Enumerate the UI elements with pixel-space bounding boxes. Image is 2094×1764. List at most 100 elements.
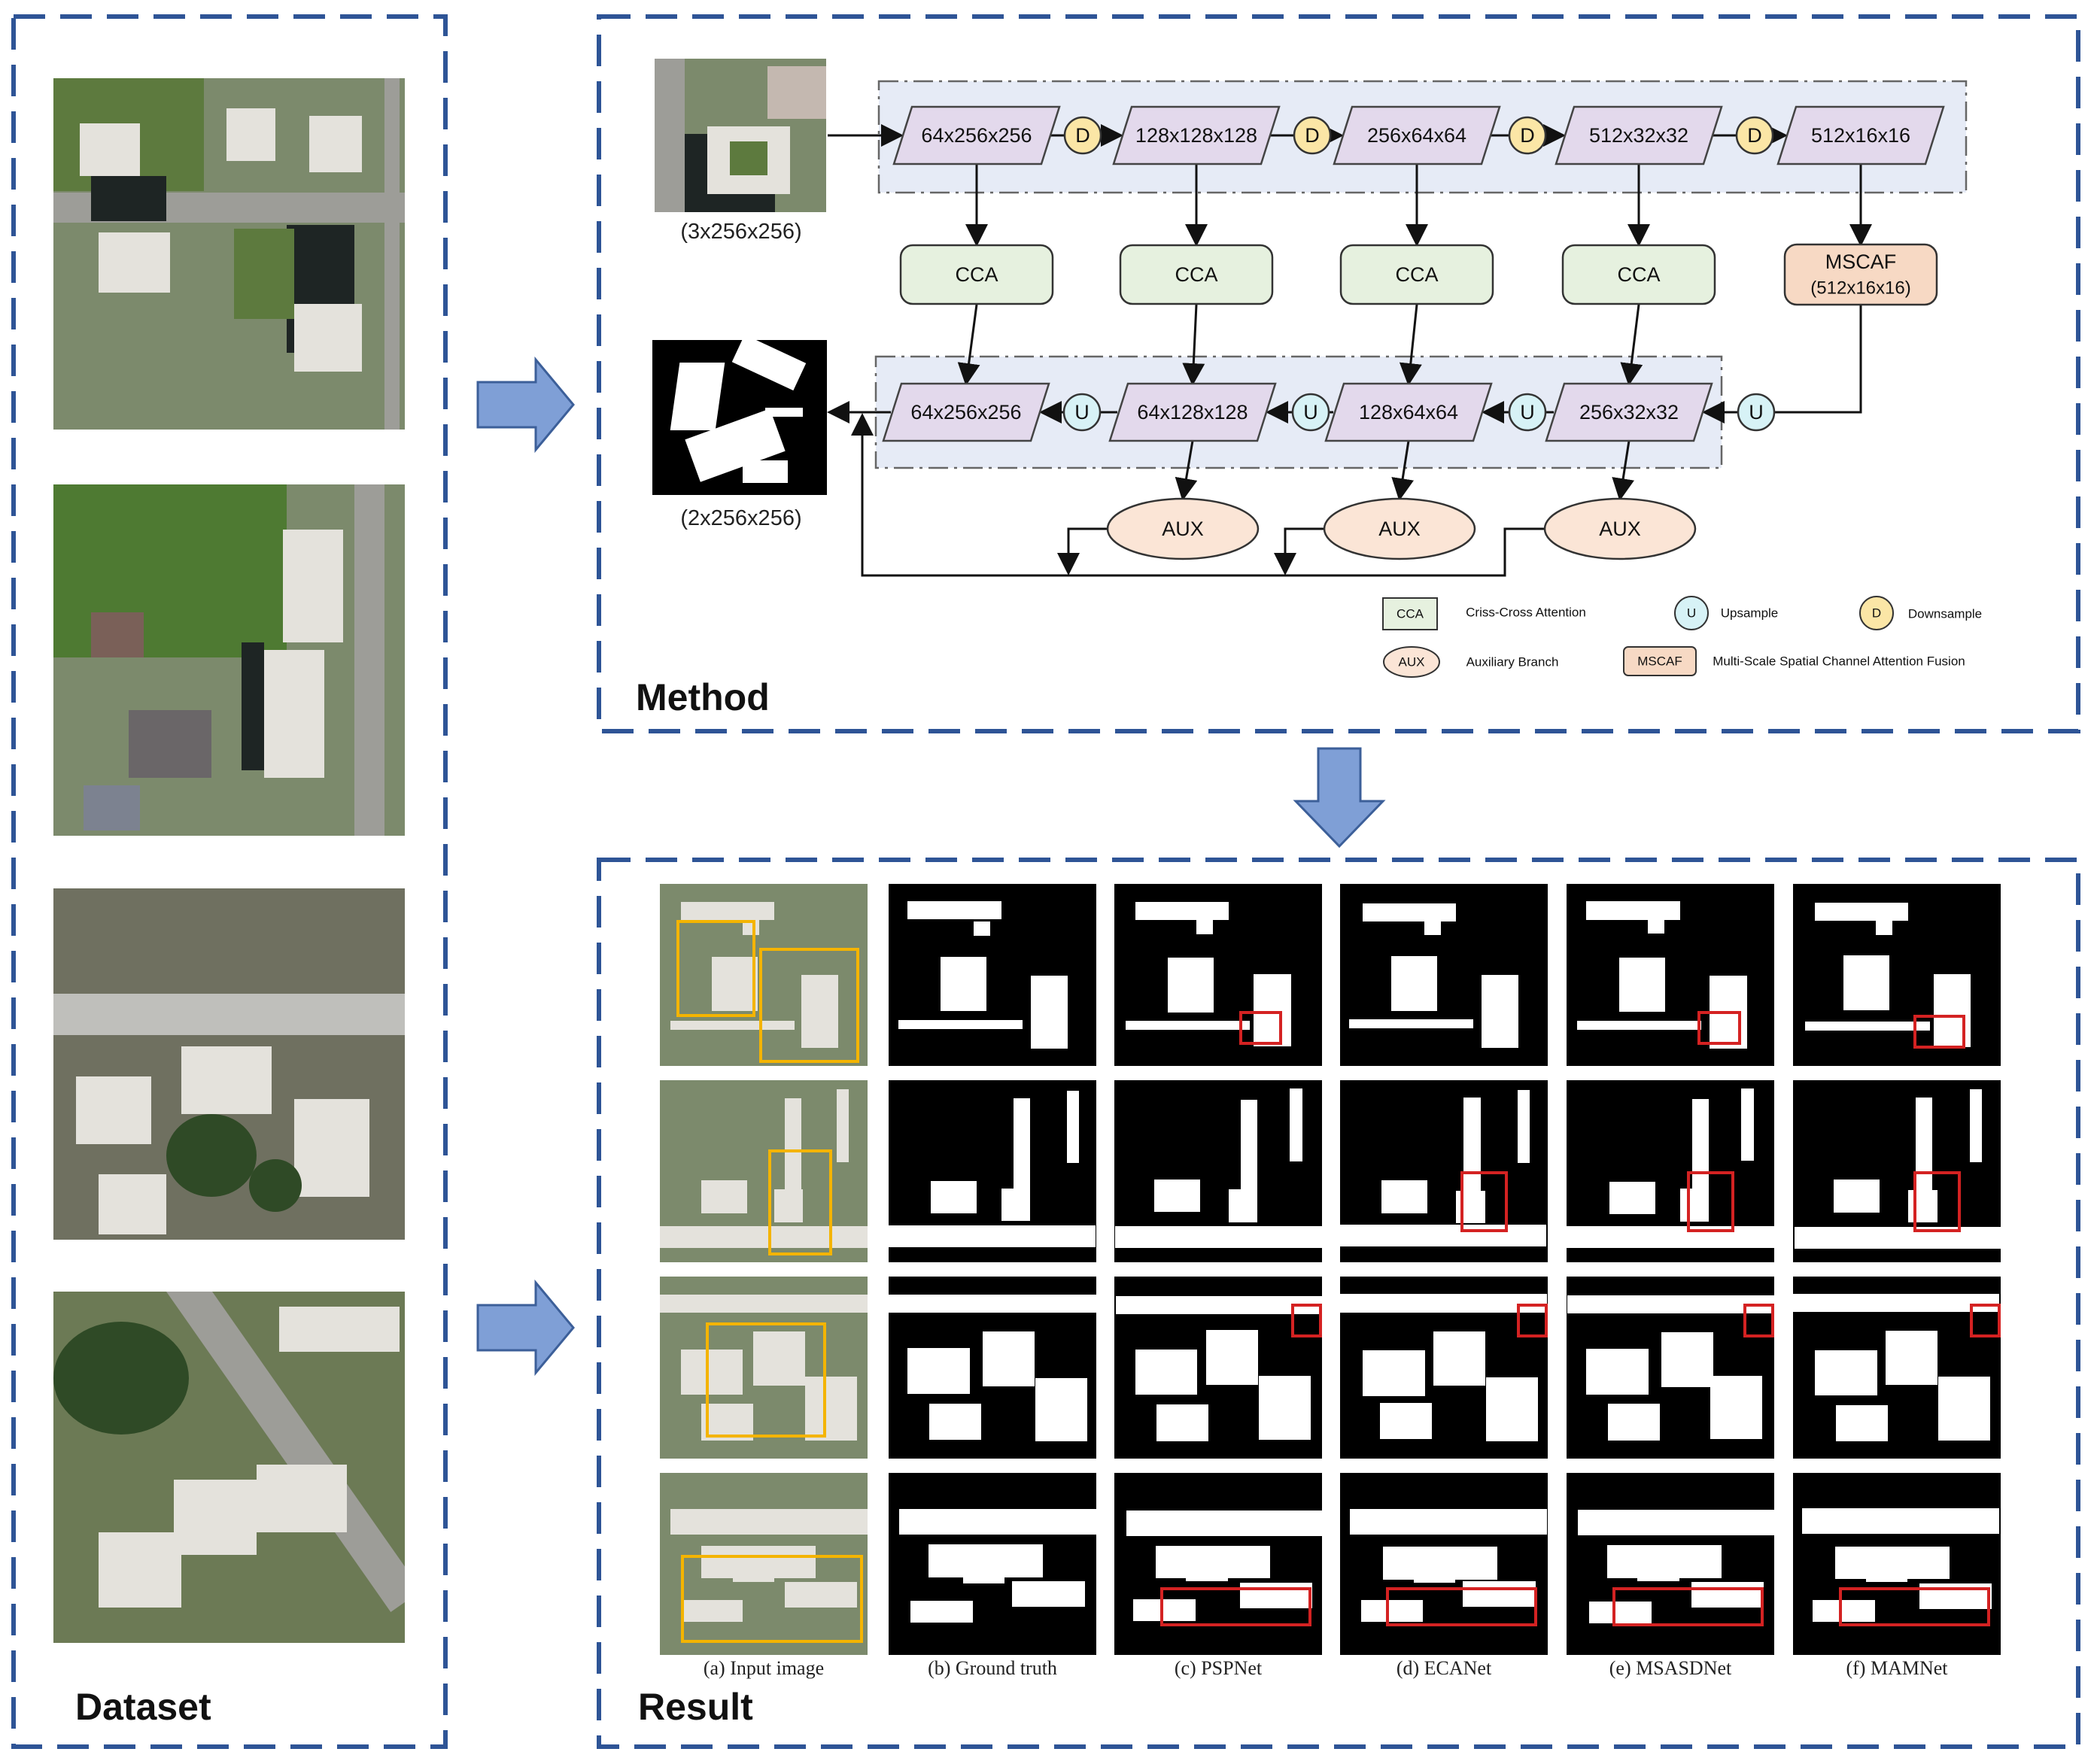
result-mask xyxy=(1340,1080,1548,1262)
result-input-building xyxy=(680,1349,743,1395)
upsample-node-2 xyxy=(1508,393,1547,432)
cca-block-3 xyxy=(1561,244,1716,305)
method-input-shape: (3x256x256) xyxy=(680,220,802,244)
dataset-panel-border xyxy=(11,14,448,1749)
edge-aux-1-sum xyxy=(1274,527,1324,575)
result-mask-region xyxy=(1340,1225,1546,1247)
aux-node-2 xyxy=(1543,497,1697,560)
highlight-box-red xyxy=(1687,1171,1735,1232)
result-mask xyxy=(889,884,1096,1066)
result-mask-region xyxy=(1793,1293,1999,1312)
highlight-box-yellow xyxy=(705,1322,826,1438)
result-mask-region xyxy=(1637,1562,1679,1581)
result-mask xyxy=(889,1277,1096,1459)
result-mask-region xyxy=(1919,1583,1992,1609)
result-mask-region xyxy=(1814,902,1908,921)
result-mask-region xyxy=(1381,1180,1427,1213)
result-input-building xyxy=(836,1089,849,1162)
edge-dec-aux-0 xyxy=(1175,440,1198,501)
legend-cca-key: CCA xyxy=(1397,607,1424,621)
result-input-building xyxy=(732,1564,774,1583)
result-mask-region xyxy=(1801,1507,1999,1534)
flow-arrow-method-to-result xyxy=(1293,747,1386,849)
result-caption-mamnet: (f) MAMNet xyxy=(1846,1657,1948,1679)
encoder-block-0 xyxy=(892,105,1061,165)
result-mask-region xyxy=(1116,1295,1322,1314)
result-mask-region xyxy=(1907,1189,1937,1223)
upsample-node-2-label: U xyxy=(1520,401,1535,424)
encoder-block-3-label: 512x32x32 xyxy=(1589,124,1688,147)
result-mask-region xyxy=(1969,1089,1983,1162)
result-mask xyxy=(1793,1277,2001,1459)
panel-label-dataset: Dataset xyxy=(75,1686,211,1728)
result-input-building xyxy=(701,1180,747,1213)
encoder-block-2 xyxy=(1333,105,1501,165)
flow-arrow-dataset-to-result xyxy=(476,1279,575,1377)
result-mask-region xyxy=(1916,1097,1933,1207)
legend-upsample-swatch xyxy=(1674,596,1709,630)
highlight-box-red xyxy=(1612,1587,1764,1626)
dataset-image-3 xyxy=(53,888,405,1240)
result-mask-region xyxy=(1196,919,1214,935)
result-mask-region xyxy=(1586,1349,1649,1395)
legend-downsample-swatch xyxy=(1859,596,1894,630)
encoder-block-0-label: 64x256x256 xyxy=(921,124,1032,147)
result-input-building xyxy=(753,1331,806,1386)
upsample-node-1 xyxy=(1291,393,1330,432)
result-mask-region xyxy=(1619,957,1665,1013)
result-mask-region xyxy=(1135,902,1229,921)
legend-upsample-key: U xyxy=(1687,606,1696,621)
upsample-node-1-label: U xyxy=(1303,401,1318,424)
result-input-building xyxy=(660,1225,868,1248)
result-mask-region xyxy=(1576,1020,1702,1030)
result-mask-region xyxy=(1608,1404,1661,1441)
encoder-block-4-label: 512x16x16 xyxy=(1811,124,1910,147)
result-mask-region xyxy=(898,1019,1023,1029)
result-mask-region xyxy=(1586,901,1680,920)
result-panel-border xyxy=(597,858,2080,1749)
highlight-box-red xyxy=(1290,1304,1322,1337)
decoder-block-0-label: 64x256x256 xyxy=(910,401,1021,424)
result-mask-region xyxy=(1125,1021,1251,1031)
result-mask-region xyxy=(1886,1330,1938,1386)
result-input-building xyxy=(670,1020,795,1030)
result-mask-region xyxy=(1836,1404,1889,1442)
result-mask-region xyxy=(1240,1099,1257,1209)
result-mask-region xyxy=(1710,1375,1762,1440)
result-caption-ground-truth: (b) Ground truth xyxy=(928,1657,1057,1679)
result-mask-region xyxy=(889,1295,1096,1313)
edge-dec-aux-2 xyxy=(1612,440,1634,501)
result-mask-region xyxy=(1813,1599,1876,1622)
result-mask-region xyxy=(1115,1226,1322,1249)
highlight-box-red xyxy=(1159,1587,1311,1626)
result-mask-region xyxy=(1135,1349,1198,1395)
result-mask xyxy=(1340,1473,1548,1655)
result-mask-region xyxy=(1691,1582,1764,1608)
legend-aux-desc: Auxiliary Branch xyxy=(1466,655,1559,669)
result-mask-region xyxy=(983,1331,1035,1386)
cca-block-1-label: CCA xyxy=(1175,263,1217,286)
result-mask xyxy=(1793,1473,2001,1655)
result-mask-region xyxy=(1168,958,1214,1013)
result-input-building xyxy=(670,1509,868,1535)
encoder-block-1-label: 128x128x128 xyxy=(1135,124,1257,147)
legend-mscaf-key: MSCAF xyxy=(1637,654,1682,669)
result-mask-region xyxy=(1349,1508,1547,1535)
result-mask-region xyxy=(1379,1402,1432,1440)
result-mask-region xyxy=(1843,955,1889,1010)
legend-downsample-desc: Downsample xyxy=(1908,607,1982,621)
edge-cca-dec-0 xyxy=(957,304,980,386)
result-mask xyxy=(1340,1277,1548,1459)
result-mask-region xyxy=(1362,1350,1425,1396)
result-mask-region xyxy=(1577,1510,1774,1535)
downsample-node-1-label: D xyxy=(1305,124,1320,147)
highlight-box-red xyxy=(1743,1304,1774,1337)
dataset-image-1 xyxy=(53,78,405,430)
result-mask-region xyxy=(1741,1088,1754,1161)
result-mask-region xyxy=(1126,1510,1322,1536)
result-mask-region xyxy=(1679,1189,1710,1222)
cca-block-2 xyxy=(1339,244,1494,305)
result-mask-region xyxy=(1012,1581,1086,1608)
